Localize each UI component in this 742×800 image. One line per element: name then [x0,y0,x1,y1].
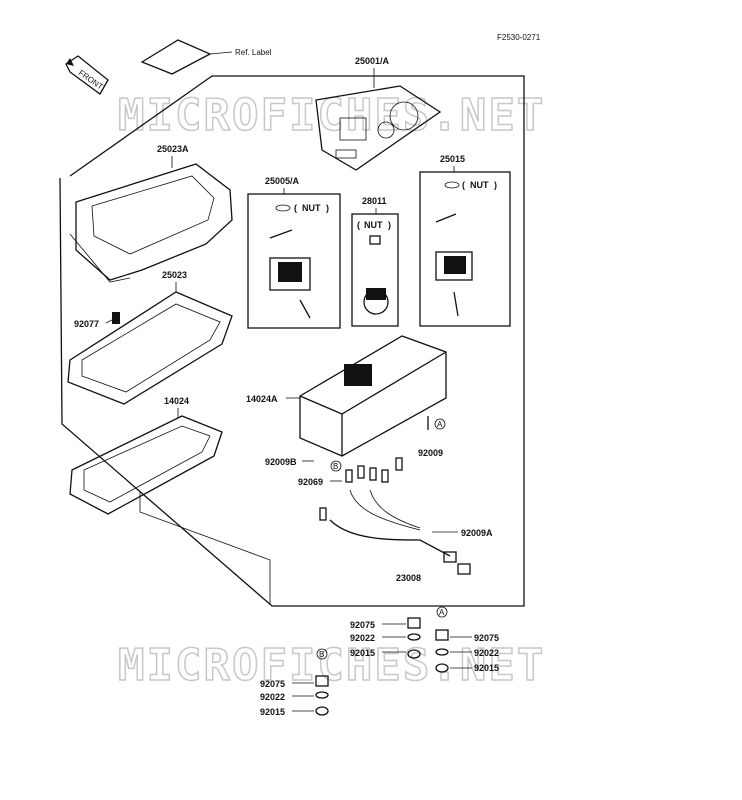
label-23008: 23008 [396,573,421,583]
nut-label-2: NUT [364,220,383,230]
tachometer-box [351,213,399,327]
nut-paren-open-2: ( [357,220,360,230]
stack-mid-label-1: 92075 [350,620,375,630]
assembly-frame [59,75,525,607]
stack-right-label-3: 92015 [474,663,499,673]
figure-code: F2530-0271 [497,33,541,42]
label-92069: 92069 [298,477,323,487]
meter-cover-upper [69,163,233,283]
nut-paren-open-3: ( [462,180,465,190]
nut-label-1: NUT [302,203,321,213]
bulb-sockets [319,457,403,521]
ref-label-text: Ref. Label [235,48,272,57]
nut-paren-open-1: ( [294,203,297,213]
meter-case [299,335,447,457]
nut-label-3: NUT [470,180,489,190]
front-arrow-icon [65,55,109,95]
circle-a-1: A [437,420,443,429]
stack-left-label-2: 92022 [260,692,285,702]
label-25001a: 25001/A [355,56,390,66]
circle-a-2: A [439,608,445,617]
speedometer-unit [269,229,311,319]
stack-mid-label-2: 92022 [350,633,375,643]
nut-paren-close-3: ) [494,180,497,190]
ref-label-plate [140,39,233,75]
nut-paren-close-2: ) [388,220,391,230]
label-92009: 92009 [418,448,443,458]
speedometer-box [247,193,341,329]
label-14024: 14024 [164,396,189,406]
gasket [69,415,271,604]
label-92009b: 92009B [265,457,297,467]
meter-lens [67,291,233,405]
label-25005a: 25005/A [265,176,300,186]
label-28011: 28011 [362,196,387,206]
grommet-stack-right [435,629,449,673]
fuel-gauge-unit [435,213,473,317]
fuel-gauge-box [419,171,511,327]
circle-b-1: B [333,462,338,471]
nut-paren-close-1: ) [326,203,329,213]
label-25015: 25015 [440,154,465,164]
grommet-stack-mid [407,617,421,659]
stack-right-label-1: 92075 [474,633,499,643]
gauge-unit [363,235,389,315]
label-25023a: 25023A [157,144,189,154]
ref-circle-a-2 [436,606,448,618]
stack-right-label-2: 92022 [474,648,499,658]
stack-left-label-1: 92075 [260,679,285,689]
label-25023: 25023 [162,270,187,280]
grommet-stack-left [315,675,329,716]
circle-b-2: B [319,650,324,659]
label-92009a: 92009A [461,528,493,538]
watermark-bottom: MICROFICHES.NET [118,640,545,691]
ref-circle-b-2 [316,648,328,660]
label-14024a: 14024A [246,394,278,404]
stack-mid-label-3: 92015 [350,648,375,658]
meter-faceplate [315,85,442,171]
ref-circle-a-1 [434,418,446,430]
wiring-harness [329,489,471,575]
stack-left-label-3: 92015 [260,707,285,717]
label-92077: 92077 [74,319,99,329]
ref-circle-b-1 [330,460,342,472]
